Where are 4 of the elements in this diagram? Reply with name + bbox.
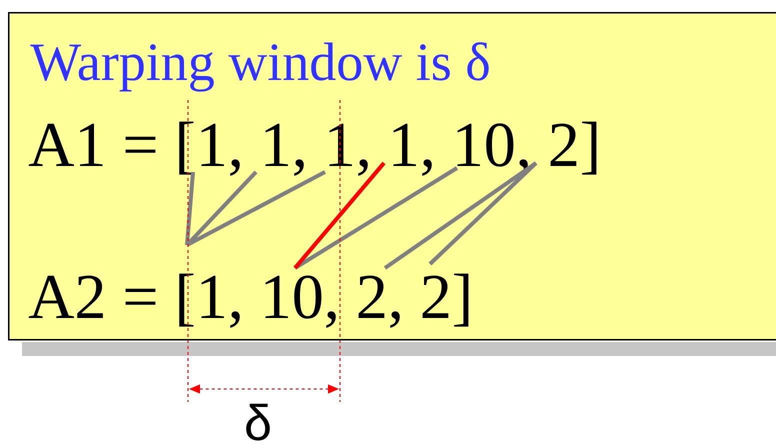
window-size-label: δ: [246, 404, 270, 440]
sequence-text: A2 = [1, 10, 2, 2]: [28, 274, 468, 328]
text-box: [8, 12, 776, 340]
box-heading: Warping window is δ: [30, 42, 489, 92]
